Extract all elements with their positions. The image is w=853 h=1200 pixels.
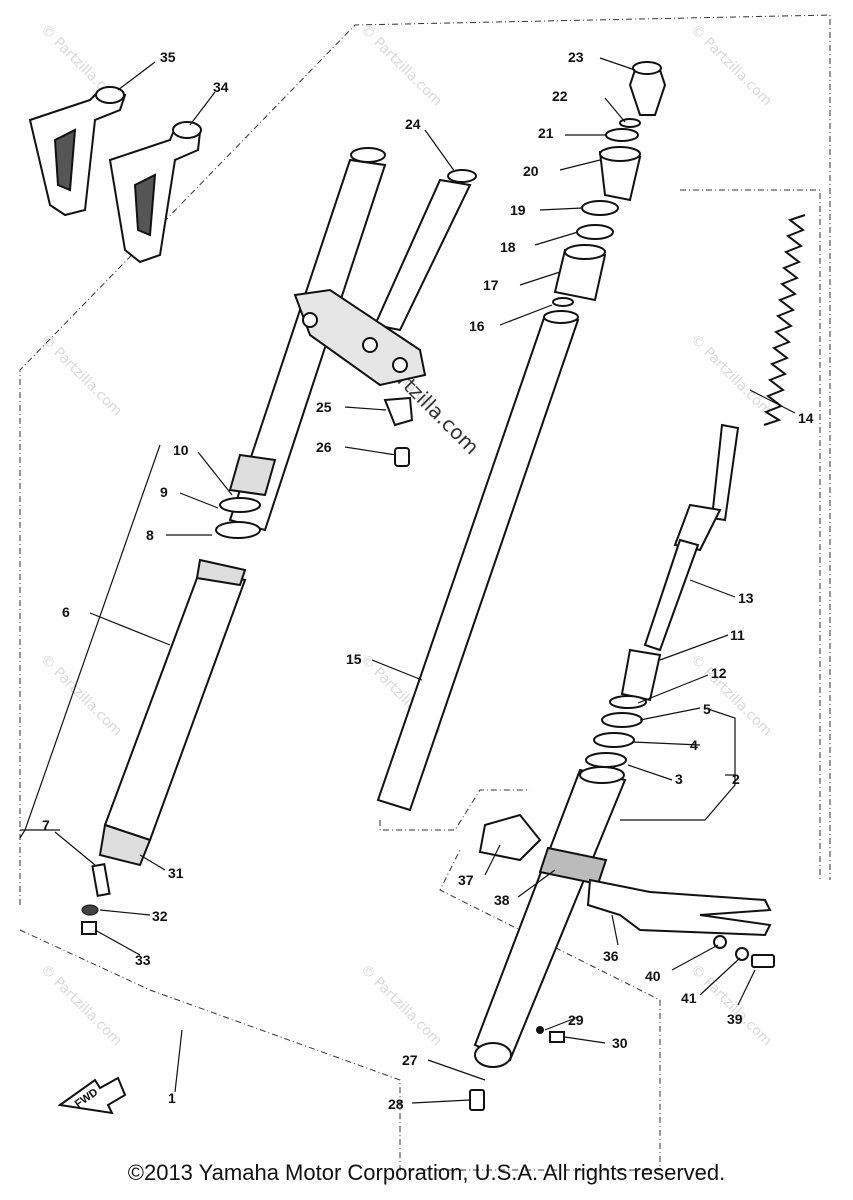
callout-39: 39	[727, 1011, 743, 1027]
callout-23: 23	[568, 49, 584, 65]
circlip-21	[605, 128, 639, 142]
headlight-bracket-35	[28, 86, 127, 217]
callout-24: 24	[405, 116, 421, 132]
damper-rod-13	[643, 423, 740, 652]
bolt-26	[394, 447, 410, 467]
bolt-30	[549, 1031, 565, 1043]
watermark: © Partzilla.com	[357, 22, 445, 110]
dust-boot-17	[553, 244, 607, 302]
bracket-36	[586, 878, 772, 937]
callout-19: 19	[510, 202, 526, 218]
callout-37: 37	[458, 872, 474, 888]
boundary-lower-leg	[19, 849, 661, 1171]
callout-36: 36	[603, 948, 619, 964]
callout-30: 30	[612, 1035, 628, 1051]
watermark: © Partzilla.com	[687, 652, 775, 740]
watermark: © Partzilla.com	[37, 652, 125, 740]
callout-20: 20	[523, 163, 539, 179]
callout-28: 28	[388, 1096, 404, 1112]
fwd-arrow: FWD	[57, 1076, 127, 1115]
bolt-28	[469, 1089, 485, 1111]
callout-29: 29	[568, 1012, 584, 1028]
seal-19	[581, 200, 619, 216]
callout-11: 11	[730, 627, 745, 643]
nut-33	[81, 921, 97, 935]
callout-15: 15	[346, 651, 362, 667]
callout-labels: 35 34 24 23 22 21 20 19 18 17 16 25 26 1…	[42, 49, 814, 1112]
seal-18	[576, 224, 614, 240]
callout-13: 13	[738, 590, 754, 606]
spring-14	[763, 214, 806, 426]
oil-seal-20	[598, 146, 642, 202]
callout-22: 22	[552, 88, 568, 104]
callout-21: 21	[538, 125, 554, 141]
piston-11	[620, 648, 662, 702]
washer-32	[81, 904, 99, 916]
callout-27: 27	[402, 1052, 418, 1068]
inner-tube-15	[376, 310, 580, 812]
callout-4: 4	[690, 737, 698, 753]
boundary-main	[19, 14, 831, 905]
callout-35: 35	[160, 49, 176, 65]
callout-32: 32	[152, 908, 168, 924]
bolt-7	[91, 863, 111, 897]
headlight-bracket-34	[108, 121, 202, 264]
left-fork-assembly	[98, 147, 477, 867]
callout-17: 17	[483, 277, 499, 293]
watermark: © Partzilla.com	[687, 22, 775, 110]
oring-22	[619, 118, 641, 128]
cap-bolt-23	[628, 61, 667, 116]
watermark: © Partzilla.com	[37, 962, 125, 1050]
washer-29	[536, 1026, 544, 1034]
assembly-boundaries	[19, 14, 831, 1171]
clip-16	[552, 297, 574, 307]
callout-38: 38	[494, 892, 510, 908]
callout-3: 3	[675, 771, 683, 787]
callout-5: 5	[703, 701, 711, 717]
callout-1: 1	[168, 1090, 176, 1106]
callout-18: 18	[500, 239, 516, 255]
watermark: © Partzilla.com	[37, 332, 125, 420]
callout-7: 7	[42, 817, 50, 833]
watermark: © Partzilla.com	[687, 962, 775, 1050]
callout-40: 40	[645, 968, 661, 984]
boundary-spring	[680, 189, 821, 880]
seal-kit	[585, 695, 647, 768]
bolt-39	[751, 954, 775, 968]
leader-lines	[19, 57, 796, 1104]
callout-41: 41	[681, 990, 697, 1006]
lower-leg-38	[473, 766, 627, 1068]
cable-guide-25	[383, 396, 414, 427]
callout-26: 26	[316, 439, 332, 455]
callout-34: 34	[213, 79, 229, 95]
callout-16: 16	[469, 318, 485, 334]
callout-2: 2	[732, 771, 740, 787]
callout-25: 25	[316, 399, 332, 415]
callout-12: 12	[711, 665, 727, 681]
callout-8: 8	[146, 527, 154, 543]
watermark: © Partzilla.com	[687, 332, 775, 420]
callout-31: 31	[168, 865, 184, 881]
callout-14: 14	[798, 410, 814, 426]
callout-9: 9	[160, 484, 168, 500]
watermark: © Partzilla.com	[357, 962, 445, 1050]
guard-37	[478, 813, 542, 862]
copyright-notice: ©2013 Yamaha Motor Corporation, U.S.A. A…	[127, 1160, 726, 1185]
washer-41	[735, 947, 749, 961]
callout-33: 33	[135, 952, 151, 968]
boundary-tube	[379, 789, 530, 831]
callout-10: 10	[173, 442, 189, 458]
callout-6: 6	[62, 604, 70, 620]
